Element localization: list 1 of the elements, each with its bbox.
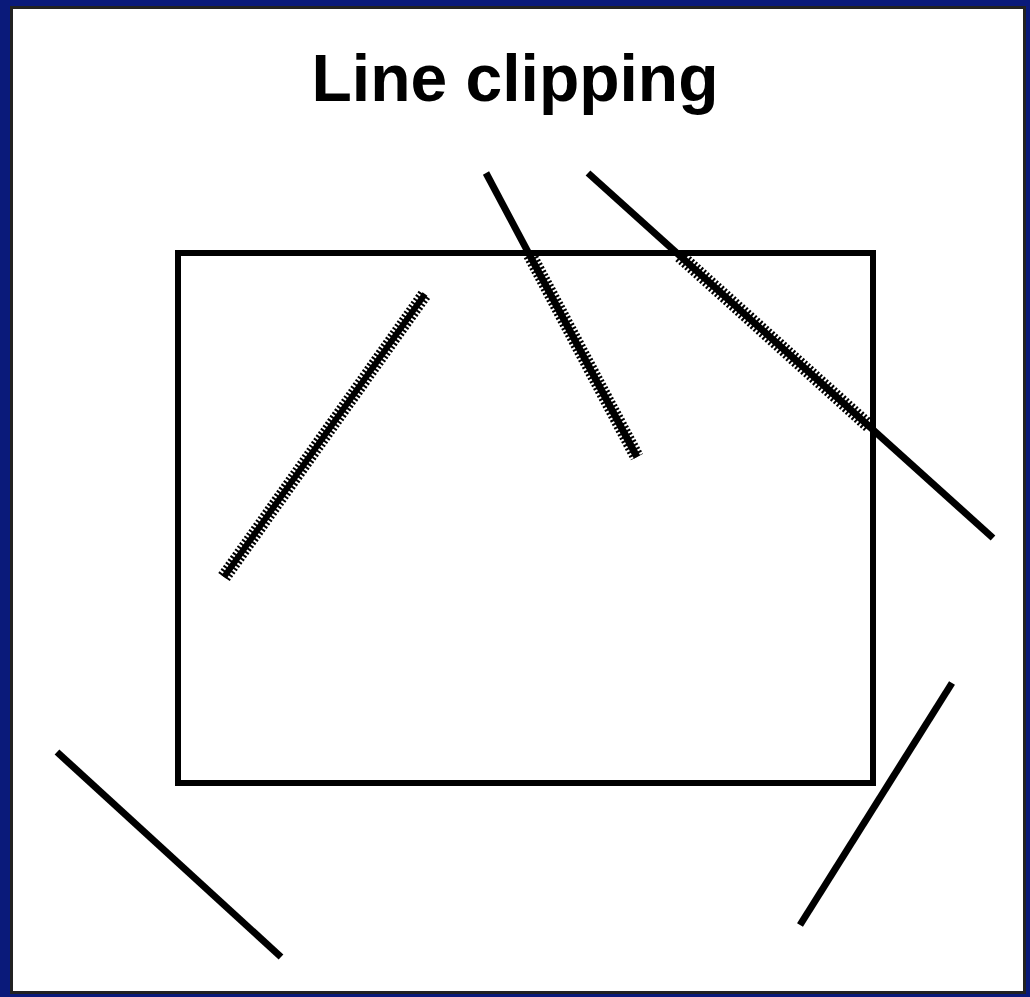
title: Line clipping	[310, 40, 720, 116]
